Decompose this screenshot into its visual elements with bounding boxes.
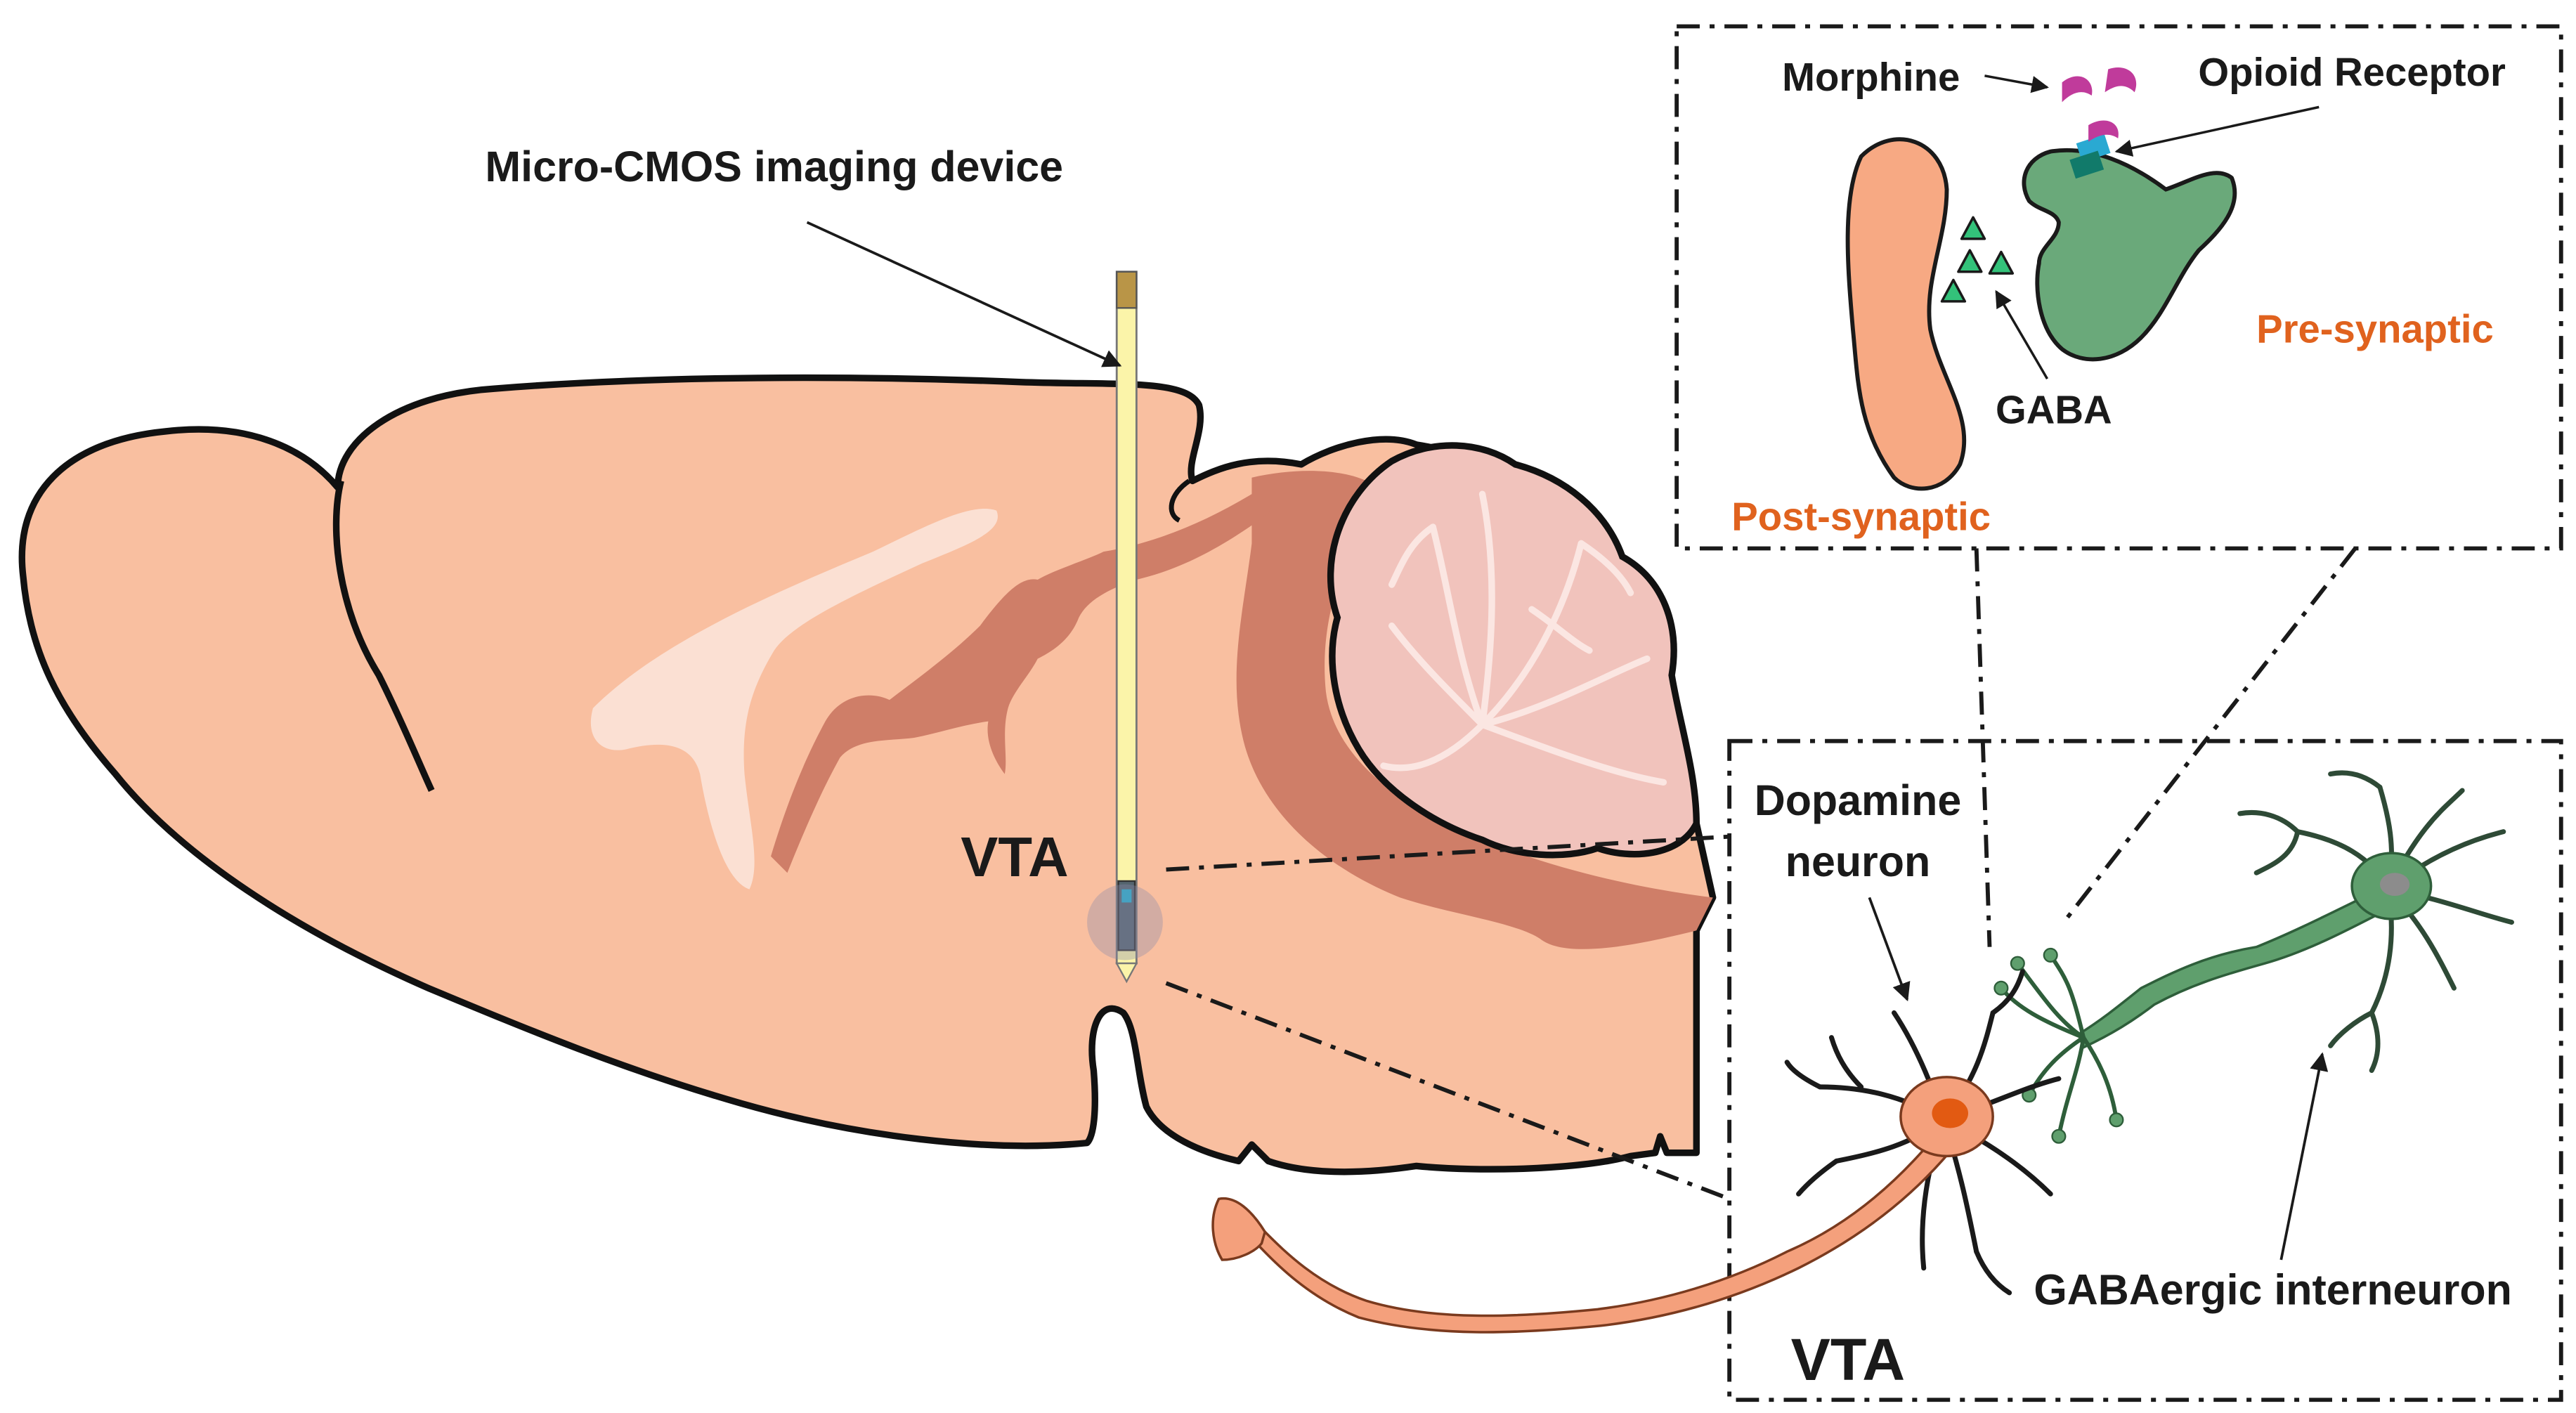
gaba-label: GABA xyxy=(1996,387,2112,431)
white-matter-tract xyxy=(590,509,998,890)
device-tip xyxy=(1115,962,1138,984)
projection-lines xyxy=(1165,547,2357,1202)
gaba-dendrites xyxy=(2237,770,2514,1074)
micro-cmos-imaging-device xyxy=(1087,271,1163,984)
post-synaptic-label: Post-synaptic xyxy=(1731,495,1991,539)
morphine-arrow xyxy=(1984,74,2049,93)
morphine-molecules xyxy=(2062,67,2137,142)
device-arrow xyxy=(806,221,1122,367)
dopamine-label-line2: neuron xyxy=(1785,838,1930,885)
opioid-receptor-label: Opioid Receptor xyxy=(2198,50,2506,94)
gaba-axon xyxy=(2076,887,2390,1050)
morphine-molecule xyxy=(2088,120,2119,142)
cerebellum xyxy=(1327,442,1700,859)
vta-inset-frame xyxy=(1727,738,2563,1402)
frontal-sulcus xyxy=(332,480,435,793)
opioid-receptor xyxy=(2069,134,2111,179)
dopamine-nucleus xyxy=(1932,1098,1968,1128)
gaba-vesicles xyxy=(1940,216,2015,303)
device-shaft xyxy=(1115,271,1138,965)
collicular-notch xyxy=(1169,478,1191,523)
vta-inset-label: VTA xyxy=(1791,1327,1905,1393)
device-led xyxy=(1121,889,1132,903)
gabaergic-interneuron xyxy=(1993,770,2514,1144)
receptor-base xyxy=(2069,150,2105,179)
gaba-boutons xyxy=(1993,947,2124,1144)
brainstem-region xyxy=(1236,471,1713,949)
opioid-receptor-arrow xyxy=(2114,105,2320,157)
hippocampus xyxy=(771,494,1272,873)
morphine-label: Morphine xyxy=(1782,55,1960,99)
cerebellar-folia xyxy=(1380,490,1667,786)
dopamine-label-line1: Dopamine xyxy=(1755,776,1962,824)
imaging-field xyxy=(1087,884,1163,961)
device-connector xyxy=(1116,271,1138,309)
pre-synaptic-terminal xyxy=(2022,148,2237,362)
morphine-molecule xyxy=(2105,67,2137,93)
post-synaptic-terminal xyxy=(1845,137,1967,491)
gaba-vesicle xyxy=(1988,250,2015,275)
morphine-molecule xyxy=(2062,76,2093,103)
vta-inset-box: Dopamine neuron GABAergic interneuron VT… xyxy=(1211,738,2563,1402)
vta-brain-label: VTA xyxy=(961,826,1068,888)
dopamine-arrow xyxy=(1868,897,1911,1002)
gaba-vesicle xyxy=(1940,278,1967,303)
synapse-inset-box: Morphine Opioid Receptor GABA Pre-synapt… xyxy=(1674,24,2563,551)
gaba-vesicle xyxy=(1960,216,1986,240)
gabaergic-arrow xyxy=(2279,1052,2329,1261)
pre-synaptic-label: Pre-synaptic xyxy=(2256,307,2494,351)
gaba-nucleus xyxy=(2379,873,2410,897)
dopamine-neuron xyxy=(1211,969,2062,1334)
gaba-arrow xyxy=(1995,289,2049,379)
gaba-vesicle xyxy=(1957,249,1983,273)
gabaergic-label: GABAergic interneuron xyxy=(2034,1265,2511,1313)
synapse-inset-frame xyxy=(1674,24,2563,551)
brain-sagittal-section: Micro-CMOS imaging device VTA xyxy=(18,143,1717,1176)
dopamine-axon-terminal xyxy=(1211,1197,1267,1261)
device-label: Micro-CMOS imaging device xyxy=(485,143,1063,190)
